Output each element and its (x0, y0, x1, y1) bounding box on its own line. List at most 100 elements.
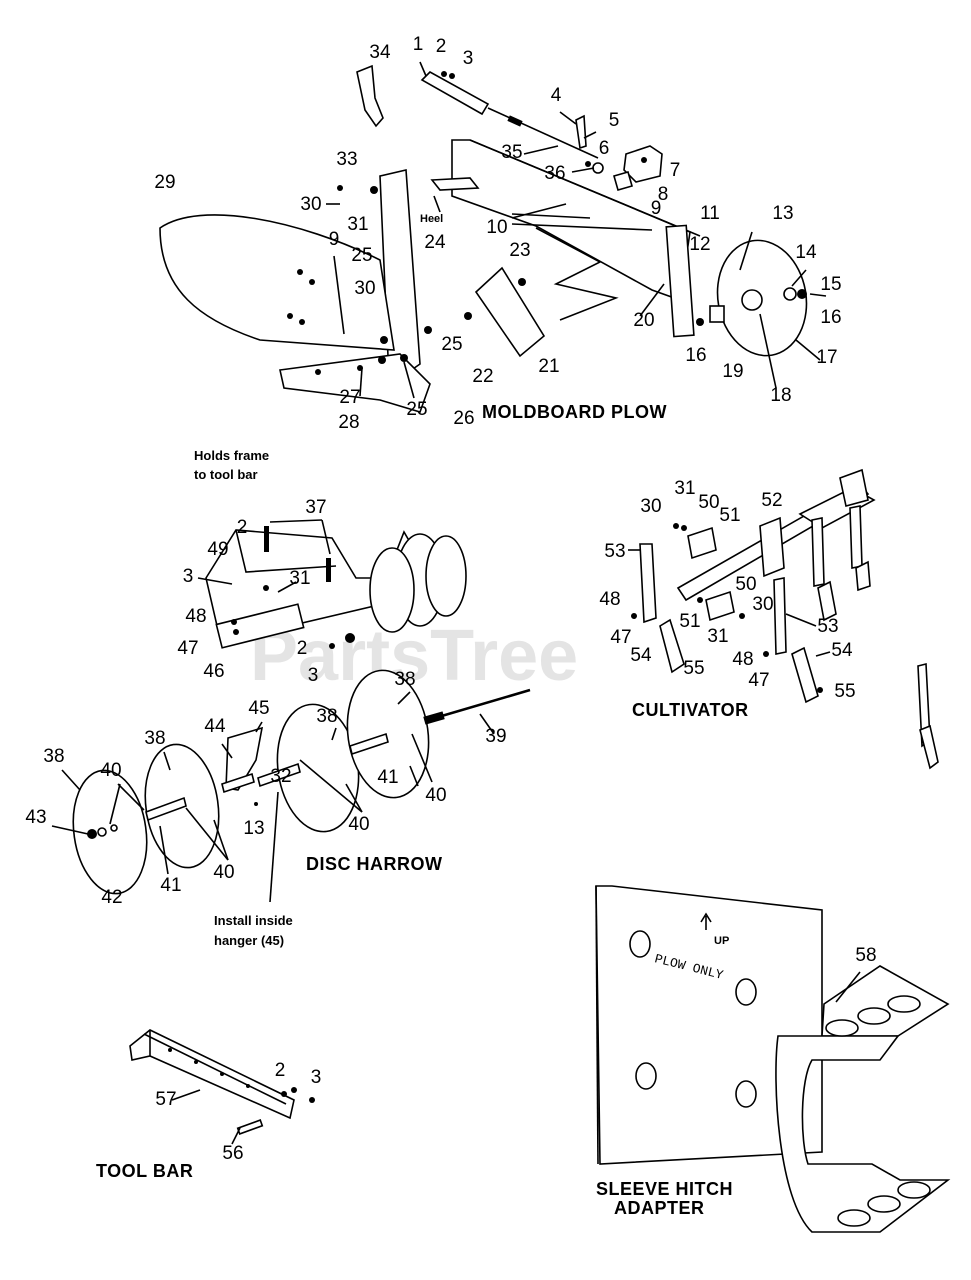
callout-c-48c: 48 (732, 649, 753, 670)
holds-frame-note-1: Holds frame (194, 448, 269, 463)
part-29-moldboard (159, 214, 395, 351)
callout-c-47a: 47 (177, 638, 198, 659)
callout-c-2: 2 (436, 36, 447, 57)
watermark: PartsTree (250, 616, 578, 696)
callout-c-31d: 31 (707, 626, 728, 647)
callout-c-2d: 2 (275, 1060, 286, 1081)
callout-c-3b: 3 (183, 566, 194, 587)
callout-c-30a: 30 (300, 194, 321, 215)
callout-c-4: 4 (551, 85, 562, 106)
callout-c-31a: 31 (347, 214, 368, 235)
callout-c-22: 22 (472, 366, 493, 387)
callout-c-33: 33 (336, 149, 357, 170)
callout-c-41b: 41 (160, 875, 181, 896)
callout-c-19: 19 (722, 361, 743, 382)
callout-c-46: 46 (203, 661, 224, 682)
callout-c-13b: 13 (243, 818, 264, 839)
callout-c-50b: 50 (735, 574, 756, 595)
callout-c-38a: 38 (394, 669, 415, 690)
callout-c-21: 21 (538, 356, 559, 377)
callout-c-54a: 54 (630, 645, 652, 666)
callout-c-24: 24 (424, 232, 446, 253)
callout-c-17: 17 (816, 347, 837, 368)
callout-c-29: 29 (154, 172, 175, 193)
callout-c-35: 35 (501, 142, 522, 163)
callout-c-9b: 9 (329, 229, 340, 250)
callout-c-54b: 54 (831, 640, 853, 661)
cultivator-title: CULTIVATOR (632, 700, 749, 720)
callout-c-53b: 53 (817, 616, 838, 637)
sleeve-hitch-assembly (595, 885, 951, 1233)
tool-bar-title: TOOL BAR (96, 1161, 193, 1181)
callout-c-15: 15 (820, 274, 841, 295)
heel-note: Heel (420, 213, 443, 225)
callout-c-55b: 55 (834, 681, 855, 702)
callout-c-31c: 31 (674, 478, 695, 499)
callout-c-39: 39 (485, 726, 506, 747)
callout-c-28: 28 (338, 412, 359, 433)
callout-c-20: 20 (633, 310, 654, 331)
callout-c-25a: 25 (351, 245, 372, 266)
tool-bar-assembly (129, 1029, 315, 1145)
cultivator-assembly (628, 468, 939, 770)
callout-c-38d: 38 (43, 746, 64, 767)
callout-c-47b: 47 (610, 627, 631, 648)
callout-c-50a: 50 (698, 492, 719, 513)
install-note-1: Install inside (214, 913, 293, 928)
callout-c-13a: 13 (772, 203, 793, 224)
callout-c-31b: 31 (289, 568, 310, 589)
part-38-disc-4 (346, 669, 430, 799)
moldboard-plow-title: MOLDBOARD PLOW (482, 402, 667, 422)
callout-c-18: 18 (770, 385, 791, 406)
callout-c-43: 43 (25, 807, 46, 828)
callout-c-41a: 41 (377, 767, 398, 788)
callout-c-40b: 40 (425, 785, 446, 806)
moldboard-plow-assembly (159, 61, 827, 413)
install-note-2: hanger (45) (214, 933, 284, 948)
callout-c-25c: 25 (406, 399, 427, 420)
callout-c-16a: 16 (820, 307, 841, 328)
part-21-plate (474, 266, 546, 358)
callout-c-3d: 3 (311, 1067, 322, 1088)
callout-c-53a: 53 (604, 541, 625, 562)
callout-c-2c: 2 (297, 638, 308, 659)
callout-c-3: 3 (463, 48, 474, 69)
callout-c-40d: 40 (213, 862, 234, 883)
callout-c-42: 42 (101, 887, 122, 908)
part-38-disc-1 (72, 769, 148, 895)
callout-c-51a: 51 (719, 505, 740, 526)
callout-c-51b: 51 (679, 611, 700, 632)
up-label: UP (714, 935, 729, 947)
callout-c-11: 11 (700, 203, 720, 224)
callout-c-48b: 48 (599, 589, 620, 610)
part-53-shank-a (639, 543, 657, 624)
callout-c-40a: 40 (100, 760, 121, 781)
callout-c-30b: 30 (354, 278, 375, 299)
part-1-cylinder (420, 71, 490, 116)
callout-c-1: 1 (413, 34, 424, 55)
callout-c-44: 44 (204, 716, 226, 737)
callout-c-7: 7 (670, 160, 681, 181)
callout-c-47c: 47 (748, 670, 769, 691)
callout-c-30d: 30 (752, 594, 773, 615)
callout-c-32: 32 (270, 766, 291, 787)
callout-c-56: 56 (222, 1143, 243, 1164)
disc-harrow-title: DISC HARROW (306, 854, 443, 874)
callout-c-40c: 40 (348, 814, 369, 835)
part-58-bracket (821, 965, 950, 1037)
callout-c-2b: 2 (237, 517, 248, 538)
callout-c-57: 57 (155, 1089, 176, 1110)
callout-c-6: 6 (599, 138, 610, 159)
callout-c-55a: 55 (683, 658, 704, 679)
callout-c-9a: 9 (651, 198, 662, 219)
callout-c-36: 36 (544, 163, 565, 184)
callout-c-30c: 30 (640, 496, 661, 517)
callout-c-26: 26 (453, 408, 474, 429)
callout-c-25b: 25 (441, 334, 462, 355)
sleeve-hitch-title-1: SLEEVE HITCH (596, 1179, 733, 1199)
part-26-share (279, 353, 431, 413)
part-53-shank-b (773, 577, 787, 655)
callout-c-48a: 48 (185, 606, 206, 627)
